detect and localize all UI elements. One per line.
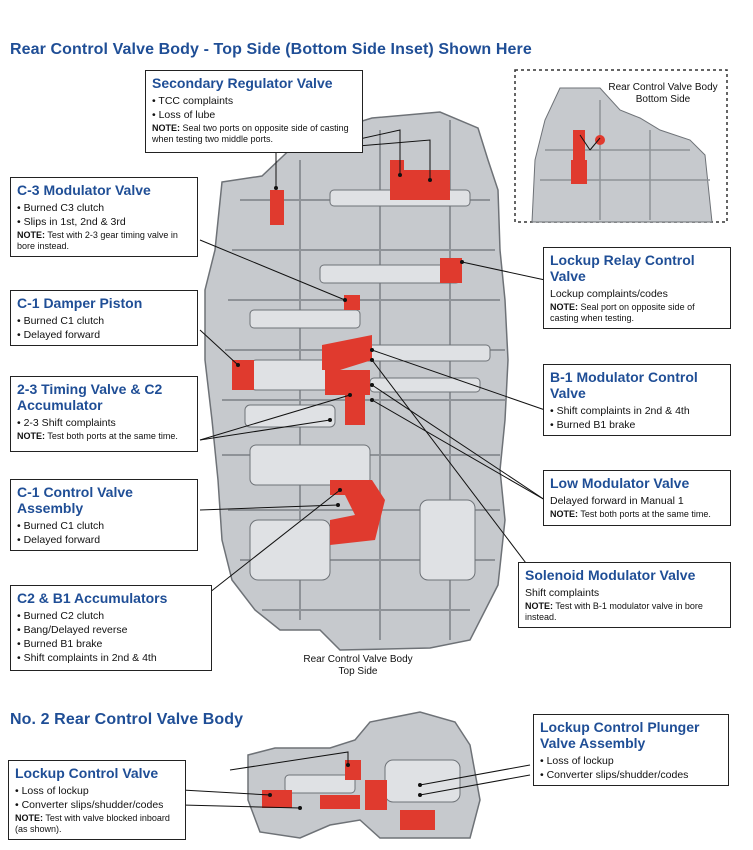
callout-item: • Converter slips/shudder/codes	[540, 769, 689, 781]
callout-item: • Shift complaints in 2nd & 4th	[550, 405, 690, 417]
main-heading: Rear Control Valve Body - Top Side (Bott…	[10, 41, 532, 58]
callout-item: • 2-3 Shift complaints	[17, 417, 116, 429]
callout-note: NOTE: Seal port on opposite side of cast…	[550, 302, 695, 323]
callout-title: C2 & B1 Accumulators	[17, 590, 168, 606]
callout-title: Lockup Relay Control Valve	[550, 252, 695, 284]
callout-title: 2-3 Timing Valve & C2 Accumulator	[17, 381, 163, 413]
callout-title: Low Modulator Valve	[550, 475, 690, 491]
callout-lockup-control-plunger: Lockup Control Plunger Valve Assembly • …	[533, 714, 729, 786]
callout-item: • Delayed forward	[17, 534, 101, 546]
callout-item: • Burned C3 clutch	[17, 202, 105, 214]
callout-item: • Loss of lube	[152, 109, 216, 121]
callout-lockup-control-valve: Lockup Control Valve • Loss of lockup • …	[8, 760, 186, 840]
callout-timing-valve-c2-accumulator: 2-3 Timing Valve & C2 Accumulator • 2-3 …	[10, 376, 198, 452]
callout-item: • Burned B1 brake	[550, 419, 636, 431]
callout-title: C-1 Control Valve Assembly	[17, 484, 133, 516]
callout-item: • Burned C1 clutch	[17, 315, 105, 327]
callout-title: Lockup Control Plunger Valve Assembly	[540, 719, 700, 751]
callout-item: • Slips in 1st, 2nd & 3rd	[17, 216, 126, 228]
callout-c2-b1-accumulators: C2 & B1 Accumulators • Burned C2 clutch …	[10, 585, 212, 671]
callout-item: • Loss of lockup	[540, 755, 614, 767]
callout-secondary-regulator-valve: Secondary Regulator Valve • TCC complain…	[145, 70, 363, 153]
bottom-side-caption: Rear Control Valve Body Bottom Side	[608, 82, 718, 105]
callout-item: • Shift complaints in 2nd & 4th	[17, 652, 157, 664]
callout-b1-modulator-control-valve: B-1 Modulator Control Valve • Shift comp…	[543, 364, 731, 436]
callout-title: Secondary Regulator Valve	[152, 75, 333, 91]
callout-note: NOTE: Test both ports at the same time.	[17, 431, 178, 441]
callout-note: NOTE: Test both ports at the same time.	[550, 509, 711, 519]
callout-low-modulator-valve: Low Modulator Valve Delayed forward in M…	[543, 470, 731, 526]
callout-item: Delayed forward in Manual 1	[550, 495, 684, 507]
callout-item: • Bang/Delayed reverse	[17, 624, 128, 636]
callout-item: Lockup complaints/codes	[550, 288, 668, 300]
callout-note: NOTE: Test with valve blocked inboard (a…	[15, 813, 170, 834]
callout-item: • Burned C2 clutch	[17, 610, 105, 622]
callout-item: • Burned B1 brake	[17, 638, 103, 650]
second-heading: No. 2 Rear Control Valve Body	[10, 711, 244, 728]
callout-title: C-3 Modulator Valve	[17, 182, 151, 198]
callout-item: • Converter slips/shudder/codes	[15, 799, 164, 811]
callout-title: Lockup Control Valve	[15, 765, 159, 781]
callout-note: NOTE: Test with 2-3 gear timing valve in…	[17, 230, 178, 251]
callout-title: Solenoid Modulator Valve	[525, 567, 696, 583]
callout-solenoid-modulator-valve: Solenoid Modulator Valve Shift complaint…	[518, 562, 731, 628]
callout-title: C-1 Damper Piston	[17, 295, 143, 311]
callout-item: Shift complaints	[525, 587, 600, 599]
callout-c3-modulator-valve: C-3 Modulator Valve • Burned C3 clutch •…	[10, 177, 198, 257]
callout-item: • Delayed forward	[17, 329, 101, 341]
callout-item: • Burned C1 clutch	[17, 520, 105, 532]
callout-note: NOTE: Test with B-1 modulator valve in b…	[525, 601, 703, 622]
leader-lines	[181, 129, 601, 809]
callout-c1-damper-piston: C-1 Damper Piston • Burned C1 clutch • D…	[10, 290, 198, 346]
callout-item: • TCC complaints	[152, 95, 234, 107]
top-side-caption: Rear Control Valve Body Top Side	[303, 654, 413, 677]
callout-item: • Loss of lockup	[15, 785, 89, 797]
callout-c1-control-valve: C-1 Control Valve Assembly • Burned C1 c…	[10, 479, 198, 551]
callout-title: B-1 Modulator Control Valve	[550, 369, 698, 401]
callout-lockup-relay-control-valve: Lockup Relay Control Valve Lockup compla…	[543, 247, 731, 329]
callout-note: NOTE: Seal two ports on opposite side of…	[152, 123, 349, 144]
no2-valve-body-casting	[247, 711, 481, 839]
